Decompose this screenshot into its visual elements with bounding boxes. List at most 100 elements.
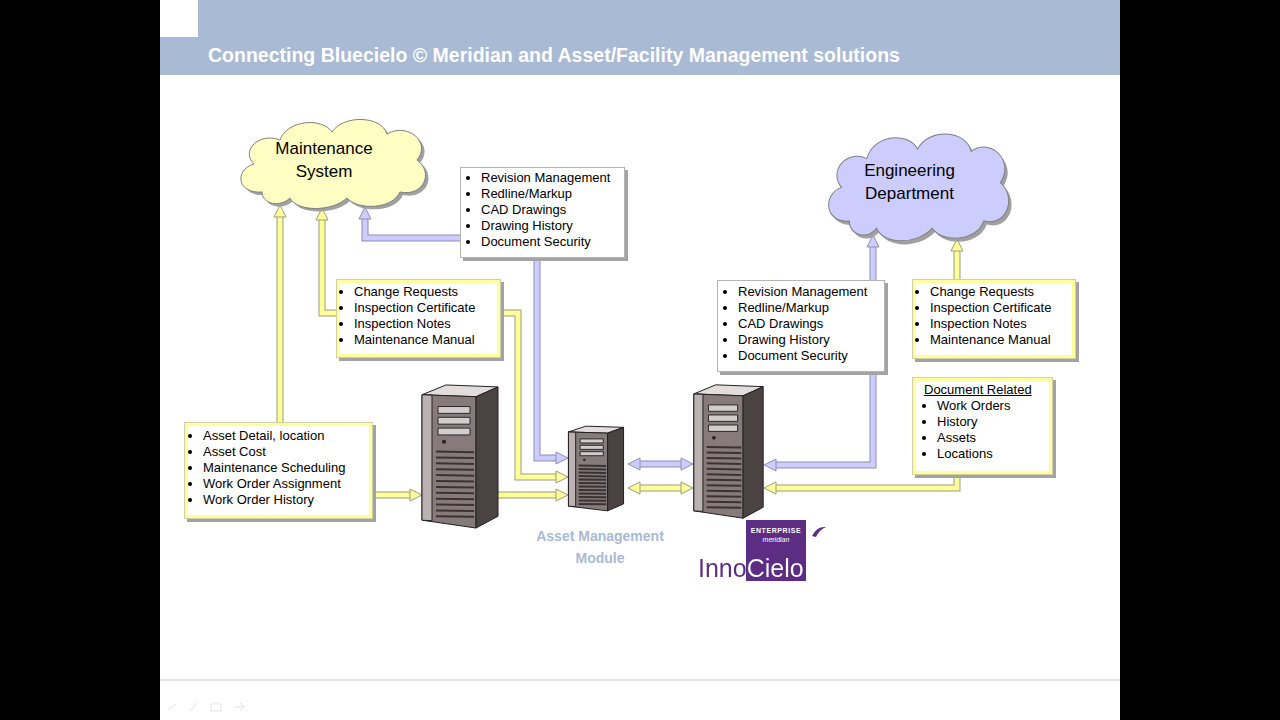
bullet-item: Document Security xyxy=(481,234,624,250)
vent-slot xyxy=(707,506,742,509)
arrow-casing xyxy=(372,492,413,499)
vent-slot xyxy=(579,482,607,484)
vent-slot xyxy=(707,490,742,493)
bullet-item: Inspection Certificate xyxy=(930,300,1072,316)
cloud-label: Maintenance System xyxy=(275,137,372,183)
arrow-connector xyxy=(372,495,413,496)
vent-slot xyxy=(579,503,607,505)
arrow-casing xyxy=(500,313,559,477)
cloud-text-area: Engineering Department xyxy=(812,122,1007,242)
drive-bay xyxy=(438,428,470,435)
server-node xyxy=(420,383,500,530)
arrow-connector xyxy=(957,248,958,280)
vent-slot xyxy=(436,515,474,518)
arrow-casing xyxy=(870,244,877,280)
footer-icon xyxy=(168,704,176,710)
bullet-list: Asset Detail, locationAsset CostMaintena… xyxy=(188,428,369,508)
bullet-item: History xyxy=(937,414,1049,430)
arrow-casing xyxy=(365,216,460,238)
arrow-connector xyxy=(773,474,957,488)
vent-slot xyxy=(707,501,742,504)
arrow-body xyxy=(500,313,559,477)
vent-slot xyxy=(436,492,474,495)
server-edge xyxy=(422,395,432,521)
vent-slot xyxy=(436,498,474,501)
module-label: Asset Management Module xyxy=(530,525,670,569)
bullet-item: Drawing History xyxy=(481,218,624,234)
bullet-item: Maintenance Scheduling xyxy=(203,460,369,476)
arrow-body xyxy=(278,214,283,423)
bullet-item: Document Security xyxy=(738,348,884,364)
bullet-item: Change Requests xyxy=(354,284,497,300)
server-tower xyxy=(692,383,765,520)
power-button xyxy=(583,459,586,461)
vent-slot xyxy=(579,468,607,470)
arrow-body xyxy=(637,486,684,491)
server-side xyxy=(743,387,763,519)
footer-icons xyxy=(168,703,244,711)
server-node xyxy=(692,383,765,520)
list-box: Document RelatedWork OrdersHistoryAssets… xyxy=(913,378,1052,474)
arrow-connector xyxy=(500,313,559,477)
slide-title: Connecting Bluecielo © Meridian and Asse… xyxy=(208,43,900,67)
box-content: Revision ManagementRedline/MarkupCAD Dra… xyxy=(461,168,624,250)
arrow-body xyxy=(498,493,559,498)
box-content: Change RequestsInspection CertificateIns… xyxy=(340,283,497,348)
list-box: Revision ManagementRedline/MarkupCAD Dra… xyxy=(460,167,625,258)
bullet-item: Work Orders xyxy=(937,398,1049,414)
server-edge xyxy=(568,432,575,507)
arrow-body xyxy=(955,248,960,280)
arrow-casing xyxy=(954,248,961,280)
drive-bay xyxy=(708,405,737,411)
server-side xyxy=(476,387,498,528)
arrow-connector xyxy=(873,244,874,280)
bullet-item: Inspection Notes xyxy=(930,316,1072,332)
bullet-item: Work Order Assignment xyxy=(203,476,369,492)
logo-wordmark: ENTERPRISE xyxy=(746,526,806,535)
cloud-node: Engineering Department xyxy=(820,125,1015,245)
vent-slot xyxy=(579,472,607,474)
vent-slot xyxy=(579,492,607,494)
arrow-body xyxy=(773,372,873,465)
arrow-casing xyxy=(277,214,284,423)
server-tower xyxy=(567,425,625,512)
box-content: Asset Detail, locationAsset CostMaintena… xyxy=(188,426,369,508)
vent-slot xyxy=(436,486,474,489)
vent-slot xyxy=(707,457,742,460)
box-heading: Document Related xyxy=(916,382,1049,398)
arrow-casing xyxy=(537,258,559,458)
vent-slot xyxy=(579,485,607,487)
bullet-list: Revision ManagementRedline/MarkupCAD Dra… xyxy=(461,170,624,250)
bullet-item: Work Order History xyxy=(203,492,369,508)
drive-bay xyxy=(580,439,603,443)
power-button xyxy=(712,436,716,440)
bullet-item: Inspection Notes xyxy=(354,316,497,332)
vent-slot xyxy=(579,489,607,491)
arrow-connector xyxy=(773,372,873,465)
vent-slot xyxy=(707,479,742,482)
arrow-connector xyxy=(537,258,559,458)
server-edge xyxy=(694,394,703,511)
vent-slot xyxy=(707,484,742,487)
bullet-item: Assets xyxy=(937,430,1049,446)
bullet-item: Redline/Markup xyxy=(738,300,884,316)
list-box: Revision ManagementRedline/MarkupCAD Dra… xyxy=(717,280,885,372)
server-node: Asset Management Module xyxy=(567,425,625,512)
footer-icon xyxy=(234,703,244,711)
vent-slot xyxy=(707,462,742,465)
arrow-casing xyxy=(637,485,684,492)
vent-slot xyxy=(436,480,474,483)
vent-slot xyxy=(707,451,742,454)
arrow-body xyxy=(365,216,460,238)
logo-swoosh xyxy=(812,527,826,537)
arrow-connector xyxy=(280,214,281,423)
vent-slot xyxy=(436,509,474,512)
slide-background xyxy=(160,0,1120,720)
bullet-item: Change Requests xyxy=(930,284,1072,300)
server-front xyxy=(422,395,476,528)
bullet-item: Revision Management xyxy=(481,170,624,186)
arrow-connector xyxy=(322,217,337,313)
